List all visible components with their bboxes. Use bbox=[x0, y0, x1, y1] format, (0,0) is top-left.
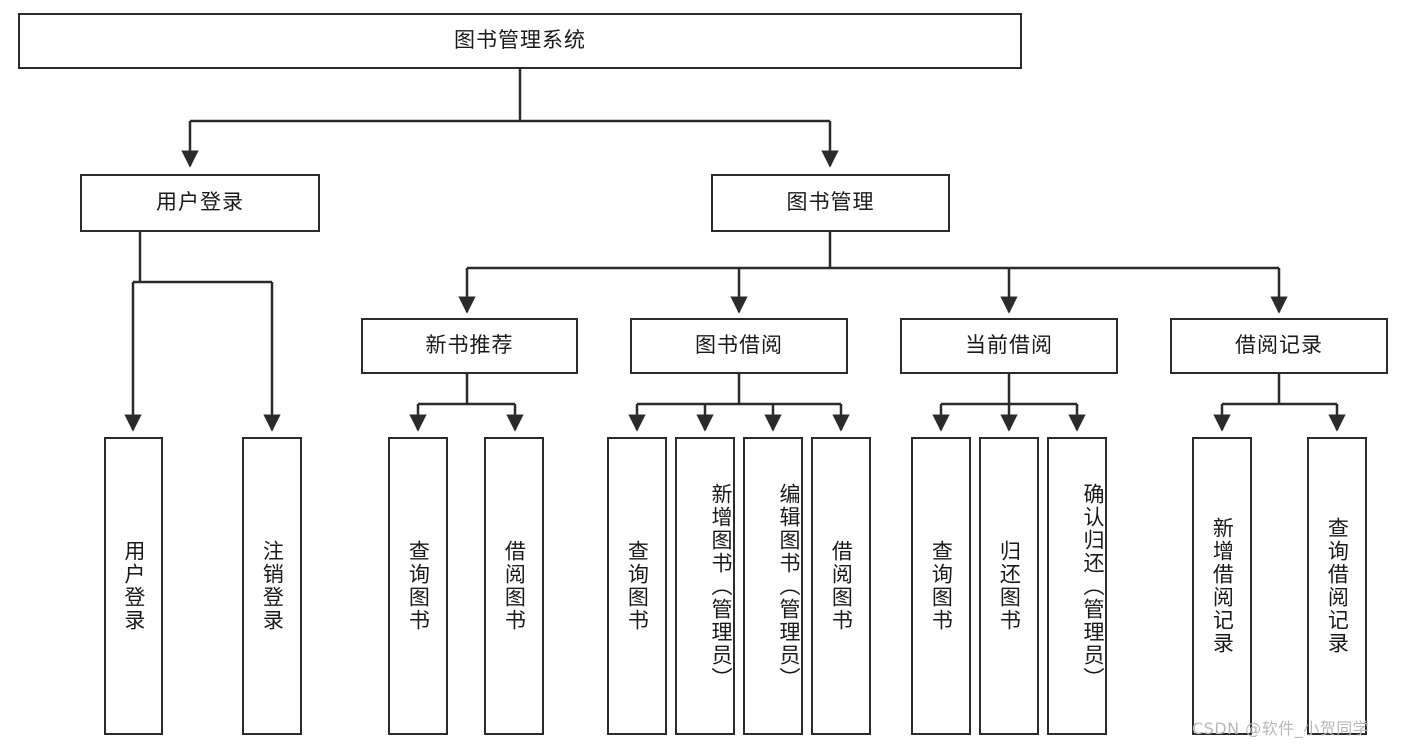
node-leaf-return-book-label: 归还图书 bbox=[997, 540, 1022, 632]
node-leaf-user-login-label: 用户登录 bbox=[121, 540, 146, 632]
node-leaf-confirm-return[interactable]: 确认归还（管理员） bbox=[1047, 437, 1107, 735]
node-leaf-borrow-book-2-label: 借阅图书 bbox=[829, 540, 854, 632]
node-borrow-record[interactable]: 借阅记录 bbox=[1170, 318, 1388, 374]
node-leaf-edit-book[interactable]: 编辑图书（管理员） bbox=[743, 437, 803, 735]
node-book-manage[interactable]: 图书管理 bbox=[711, 174, 950, 232]
node-leaf-query-book-3[interactable]: 查询图书 bbox=[911, 437, 971, 735]
node-leaf-query-record[interactable]: 查询借阅记录 bbox=[1307, 437, 1367, 735]
node-borrow-record-label: 借阅记录 bbox=[1235, 333, 1323, 358]
node-leaf-query-book-1-label: 查询图书 bbox=[406, 540, 431, 632]
node-root-label: 图书管理系统 bbox=[454, 28, 586, 53]
node-root[interactable]: 图书管理系统 bbox=[18, 13, 1022, 69]
csdn-watermark: CSDN @软件_小贺同学 bbox=[1192, 719, 1370, 738]
node-user-login[interactable]: 用户登录 bbox=[80, 174, 320, 232]
node-leaf-user-login[interactable]: 用户登录 bbox=[104, 437, 163, 735]
node-leaf-query-book-1[interactable]: 查询图书 bbox=[388, 437, 448, 735]
node-new-book-rec[interactable]: 新书推荐 bbox=[361, 318, 578, 374]
node-leaf-edit-book-label: 编辑图书（管理员） bbox=[777, 482, 801, 690]
node-current-borrow[interactable]: 当前借阅 bbox=[900, 318, 1118, 374]
node-leaf-borrow-book-1-label: 借阅图书 bbox=[502, 540, 527, 632]
node-new-book-rec-label: 新书推荐 bbox=[425, 333, 514, 358]
node-leaf-logout-label: 注销登录 bbox=[260, 540, 285, 632]
node-leaf-add-record[interactable]: 新增借阅记录 bbox=[1192, 437, 1252, 735]
node-current-borrow-label: 当前借阅 bbox=[965, 333, 1053, 358]
node-leaf-add-record-label: 新增借阅记录 bbox=[1210, 517, 1235, 655]
node-book-borrow-label: 图书借阅 bbox=[695, 333, 783, 358]
node-leaf-confirm-return-label: 确认归还（管理员） bbox=[1081, 482, 1105, 690]
node-leaf-return-book[interactable]: 归还图书 bbox=[979, 437, 1039, 735]
node-book-manage-label: 图书管理 bbox=[786, 190, 875, 215]
node-leaf-add-book[interactable]: 新增图书（管理员） bbox=[675, 437, 735, 735]
node-leaf-logout[interactable]: 注销登录 bbox=[242, 437, 302, 735]
node-leaf-query-record-label: 查询借阅记录 bbox=[1325, 517, 1350, 655]
node-leaf-borrow-book-1[interactable]: 借阅图书 bbox=[484, 437, 544, 735]
node-book-borrow[interactable]: 图书借阅 bbox=[630, 318, 848, 374]
node-user-login-label: 用户登录 bbox=[156, 190, 244, 215]
node-leaf-add-book-label: 新增图书（管理员） bbox=[709, 482, 733, 690]
node-leaf-query-book-2[interactable]: 查询图书 bbox=[607, 437, 667, 735]
node-leaf-query-book-2-label: 查询图书 bbox=[625, 540, 650, 632]
node-leaf-query-book-3-label: 查询图书 bbox=[929, 540, 954, 632]
node-leaf-borrow-book-2[interactable]: 借阅图书 bbox=[811, 437, 871, 735]
